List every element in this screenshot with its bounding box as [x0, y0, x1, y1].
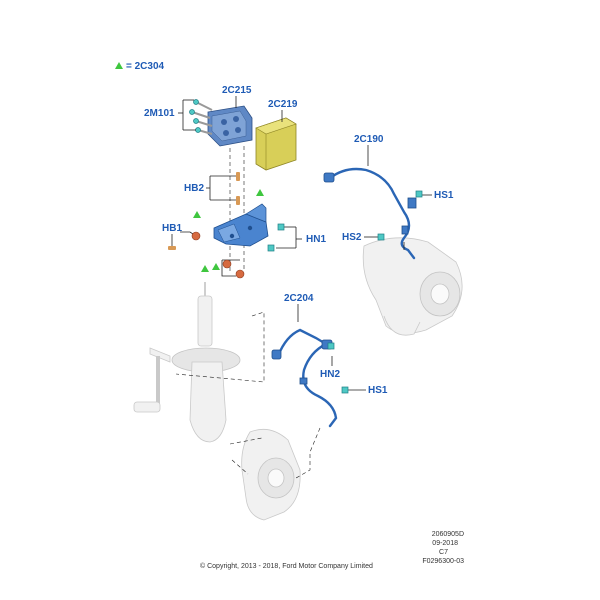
label-hb2: HB2: [184, 183, 204, 194]
doc-date: 09-2018: [432, 540, 458, 547]
label-2c215: 2C215: [222, 85, 252, 96]
doc-code-2: F0296300-03: [422, 558, 464, 565]
green-triangle-icon: [115, 62, 123, 69]
front-sensor-harness: [276, 328, 338, 428]
abs-hydraulic-unit: [207, 105, 253, 147]
label-hn1: HN1: [306, 234, 326, 245]
green-triangle-icon: [201, 265, 209, 272]
mounting-bracket: [213, 203, 269, 247]
abs-control-module: [255, 117, 297, 171]
label-hs1-top: HS1: [434, 190, 454, 201]
doc-revision: C7: [439, 549, 448, 556]
green-triangle-icon: [212, 263, 220, 270]
label-hs2: HS2: [342, 232, 362, 243]
label-hb1: HB1: [162, 223, 182, 234]
green-triangle-icon: [256, 189, 264, 196]
green-triangle-icon: [193, 211, 201, 218]
front-knuckle: [241, 428, 301, 521]
front-strut: [133, 282, 241, 443]
label-2m101: 2M101: [144, 108, 175, 119]
label-2c190: 2C190: [354, 134, 384, 145]
label-hs1-bottom: HS1: [368, 385, 388, 396]
copyright: © Copyright, 2013 - 2018, Ford Motor Com…: [200, 562, 373, 570]
bolt-group-2m101: [189, 99, 213, 135]
label-hn2: HN2: [320, 369, 340, 380]
rear-knuckle: [362, 237, 463, 336]
label-2c219: 2C219: [268, 99, 298, 110]
rear-sensor-harness: [328, 167, 416, 260]
legend-text: = 2C304: [126, 61, 165, 72]
doc-code-1: 2060905D: [432, 531, 464, 538]
label-2c204: 2C204: [284, 293, 314, 304]
